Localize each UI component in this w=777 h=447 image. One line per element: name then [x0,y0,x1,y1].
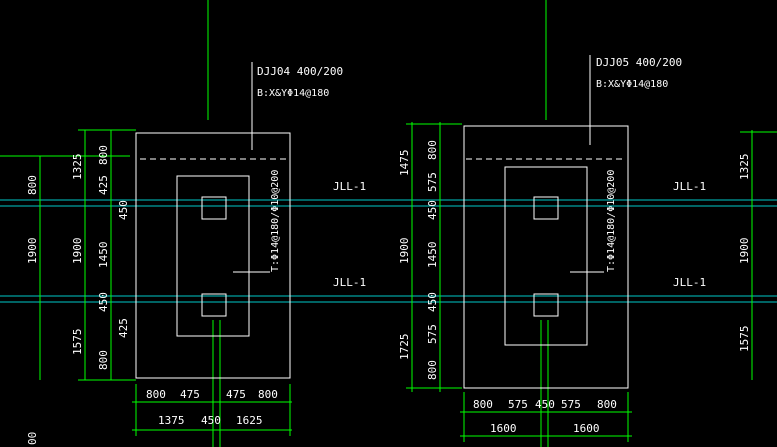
column-bottom [201,293,227,317]
footing-inner-outline [504,166,588,346]
footing-outer-outline [463,125,629,389]
dim-inner-2: 575 [426,172,439,192]
dim-mid-2: 1900 [71,238,84,265]
dim-mid-3: 1725 [398,334,411,361]
dim-inner-7: 800 [97,350,110,370]
dim-mid-2: 1900 [398,238,411,265]
dim-bottom-6: 1600 [490,422,517,435]
dim-bottom-4: 800 [258,388,278,401]
dim-bottom-3: 475 [226,388,246,401]
right-footing-left-dimension-lines [406,122,777,392]
dim-inner-3: 450 [426,200,439,220]
dim-inner-5: 450 [97,292,110,312]
bottom-dimension-lines-right [460,392,632,442]
footing-rebar-label: B:X&YΦ14@180 [257,88,329,99]
dim-bottom-5: 800 [597,398,617,411]
dim-outer-2: 1900 [26,238,39,265]
dim-inner-6: 425 [117,318,130,338]
vertical-axes [207,0,549,447]
beam-label-top: JLL-1 [673,180,706,193]
dim-inner-1: 800 [426,140,439,160]
dim-bottom-6: 450 [201,414,221,427]
footing-rebar-label: B:X&YΦ14@180 [596,79,668,90]
dim-bottom-7: 1600 [573,422,600,435]
vertical-rebar-label: T:Φ14@180/Φ10@200 [270,170,281,272]
dim-right-1: 1325 [738,154,751,181]
bottom-dimension-lines-left [132,384,292,436]
dim-right-2: 1900 [738,238,751,265]
dim-outer-1: 800 [26,175,39,195]
dim-mid-1: 1325 [71,154,84,181]
dim-inner-4: 1450 [97,242,110,269]
footing-inner-outline [176,175,250,337]
dim-bottom-5: 1375 [158,414,185,427]
dim-inner-2: 425 [97,175,110,195]
dim-bottom-4: 575 [561,398,581,411]
dim-bottom-7: 1625 [236,414,263,427]
dim-inner-5: 450 [426,292,439,312]
footing-outer-outline [135,132,291,379]
beam-label-bottom: JLL-1 [673,276,706,289]
footing-label: DJJ05 400/200 [596,56,682,69]
dim-mid-3: 1575 [71,329,84,356]
footing-label: DJJ04 400/200 [257,65,343,78]
footing-djj05[interactable] [463,55,629,389]
dim-bottom-2: 475 [180,388,200,401]
dim-mid-1: 1475 [398,150,411,177]
dim-right-3: 1575 [738,326,751,353]
column-top [533,196,559,220]
dim-bottom-3: 450 [535,398,555,411]
beam-label-bottom: JLL-1 [333,276,366,289]
axis-lines [0,199,777,303]
dim-inner-1: 800 [97,145,110,165]
column-top [201,196,227,220]
beam-label-top: JLL-1 [333,180,366,193]
dim-bottom-1: 800 [146,388,166,401]
dim-inner-3: 450 [117,200,130,220]
dim-outer-3: 00 [26,432,39,445]
column-bottom [533,293,559,317]
dim-inner-7: 800 [426,360,439,380]
vertical-rebar-label: T:Φ14@180/Φ10@200 [606,170,617,272]
footing-djj04[interactable] [135,62,291,379]
dim-inner-4: 1450 [426,242,439,269]
dim-bottom-1: 800 [473,398,493,411]
dim-bottom-2: 575 [508,398,528,411]
left-dimension-lines [0,129,136,381]
dim-inner-6: 575 [426,324,439,344]
